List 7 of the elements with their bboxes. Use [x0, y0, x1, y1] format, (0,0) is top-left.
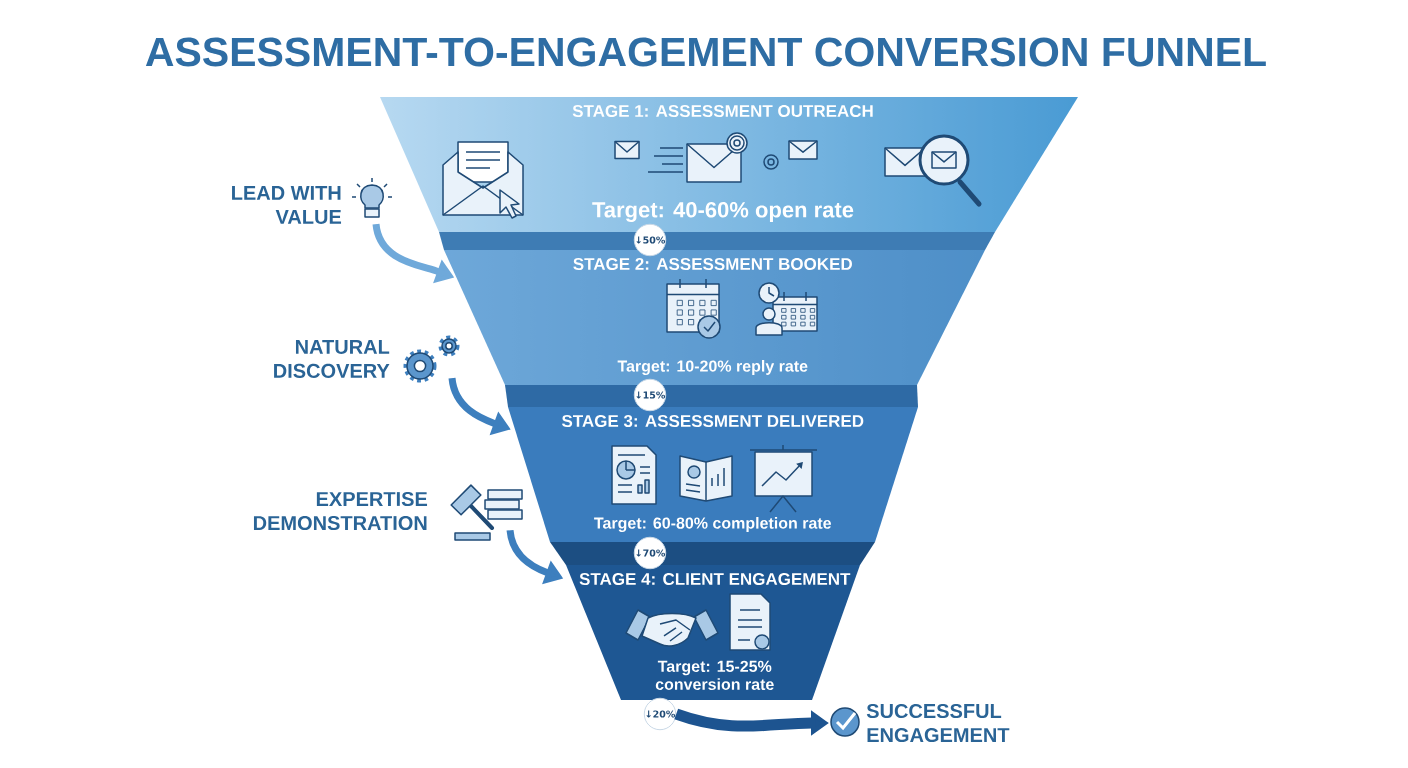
percent-badge: ↓20%	[643, 697, 677, 731]
funnel-stage: STAGE 1: ASSESSMENT OUTREACH Target: 40-60% open rate	[572, 105, 873, 222]
title: ASSESSMENT-TO-ENGAGEMENT CONVERSION FUNNEL	[145, 37, 1266, 67]
percent-badge: ↓50%	[633, 223, 667, 257]
percent-badge: ↓70%	[633, 536, 667, 570]
percent-badge: ↓15%	[633, 378, 667, 412]
side-label: SUCCESSFUL ENGAGEMENT	[830, 703, 1010, 743]
